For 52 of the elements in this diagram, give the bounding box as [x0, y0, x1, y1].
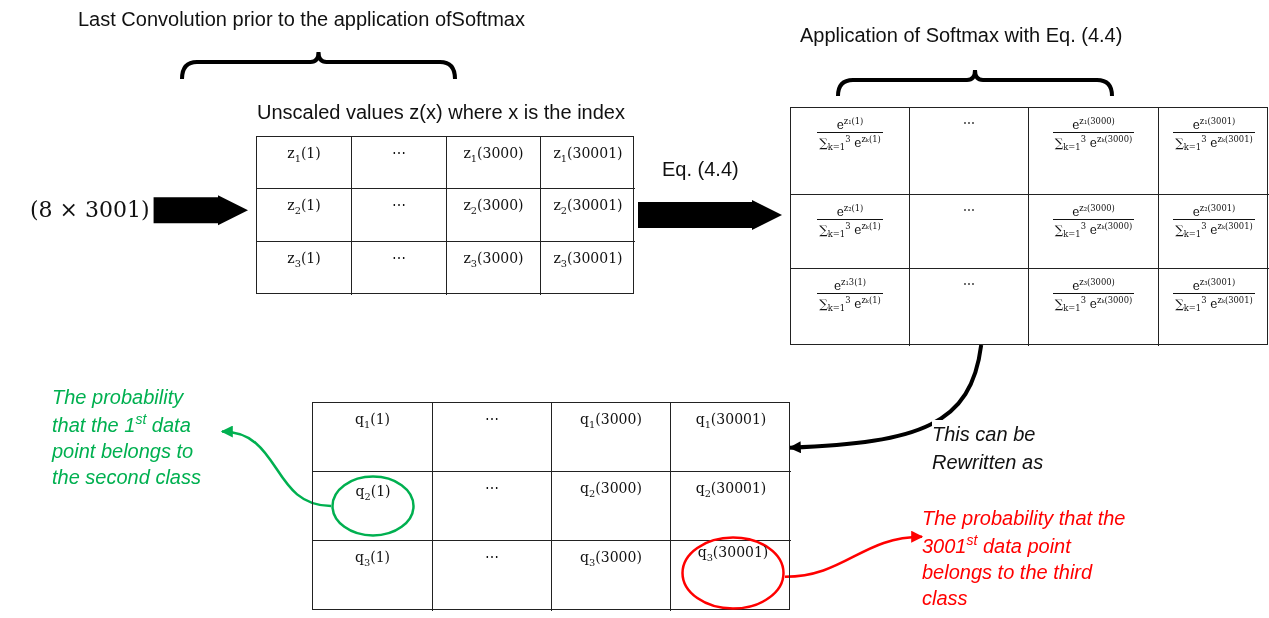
formula-cell-text: e$^{z₃(3001)}$ ∑$_{k=1}$$^{3}$ e$^{zₖ(3001)}$ — [1172, 276, 1256, 316]
table-cell: q$_{1}$(1) — [313, 403, 433, 472]
formula-cell: e$^{z₁(3001)}$ ∑$_{k=1}$$^{3}$ e$^{zₖ(3001)}$ — [1159, 108, 1269, 195]
curved-arrow — [220, 426, 332, 508]
formula-cell: e$^{z₁3(1)}$ ∑$_{k=1}$$^{3}$ e$^{zₖ(1)}$ — [791, 269, 910, 346]
formula-cell: e$^{z₂(1)}$ ∑$_{k=1}$$^{3}$ e$^{zₖ(1)}$ — [791, 195, 910, 269]
curved-arrow — [788, 344, 984, 454]
table-heading: Unscaled values z(x) where x is the index — [257, 101, 625, 124]
data-table — [790, 107, 1268, 345]
dimension-text: (8 × 3001) — [30, 196, 150, 225]
table-cell: z$_{1}$(1) — [257, 137, 352, 189]
formula-cell: e$^{z₂(3000)}$ ∑$_{k=1}$$^{3}$ e$^{zₖ(3000)}$ — [1029, 195, 1159, 269]
block-arrow — [153, 195, 248, 226]
data-table — [312, 402, 790, 610]
block-arrow — [638, 200, 782, 230]
highlight-ellipse — [331, 475, 415, 537]
table-cell: q$_{3}$(1) — [313, 541, 433, 611]
formula-cell: e$^{z₁(1)}$ ∑$_{k=1}$$^{3}$ e$^{zₖ(1)}$ — [791, 108, 910, 195]
formula-cell: e$^{z₁(3000)}$ ∑$_{k=1}$$^{3}$ e$^{zₖ(3000)}$ — [1029, 108, 1159, 195]
edge-label: Eq. (4.4) — [662, 158, 739, 181]
table-cell: ⋯ — [433, 541, 552, 611]
table-cell: ⋯ — [910, 269, 1029, 346]
table-cell: ⋯ — [910, 195, 1029, 269]
table-cell: z$_{3}$(3000) — [447, 242, 541, 295]
table-cell: q$_{2}$(30001) — [671, 472, 791, 541]
table-cell: z$_{3}$(1) — [257, 242, 352, 295]
table-cell: z$_{2}$(1) — [257, 189, 352, 242]
formula-cell: e$^{z₂(3001)}$ ∑$_{k=1}$$^{3}$ e$^{zₖ(3001)}$ — [1159, 195, 1269, 269]
formula-cell: e$^{z₃(3000)}$ ∑$_{k=1}$$^{3}$ e$^{zₖ(3000)}$ — [1029, 269, 1159, 346]
table-cell: q$_{1}$(3000) — [552, 403, 671, 472]
table-cell: ⋯ — [352, 242, 447, 295]
brace-label: Application of Softmax with Eq. (4.4) — [800, 24, 1123, 47]
table-cell: q$_{2}$(3000) — [552, 472, 671, 541]
curved-arrow — [784, 531, 924, 578]
table-cell: z$_{2}$(3000) — [447, 189, 541, 242]
table-cell-text: z$_{3}$(30001) — [552, 249, 624, 271]
table-cell: ⋯ — [910, 108, 1029, 195]
table-cell: q$_{1}$(30001) — [671, 403, 791, 472]
annotation-text: The probability that the 3001$^{st}$ data point belongs to the third class — [922, 505, 1127, 611]
brace-label: Last Convolution prior to the application ofSoftmax — [78, 8, 525, 31]
table-cell: ⋯ — [433, 472, 552, 541]
table-cell: ⋯ — [352, 189, 447, 242]
table-cell: q$_{3}$(3000) — [552, 541, 671, 611]
highlight-ellipse — [681, 536, 785, 610]
table-cell: z$_{1}$(3000) — [447, 137, 541, 189]
cell-text: q$_{2}$(1) — [354, 483, 392, 502]
table-cell: ⋯ — [352, 137, 447, 189]
annotation-text: The probability that the 1$^{st}$ data point belongs to the second class — [52, 384, 222, 490]
table-cell: ⋯ — [433, 403, 552, 472]
table-cell: z$_{2}$(30001) — [541, 189, 635, 242]
cell-text: q$_{3}$(30001) — [696, 544, 770, 563]
table-cell: z$_{1}$(30001) — [541, 137, 635, 189]
